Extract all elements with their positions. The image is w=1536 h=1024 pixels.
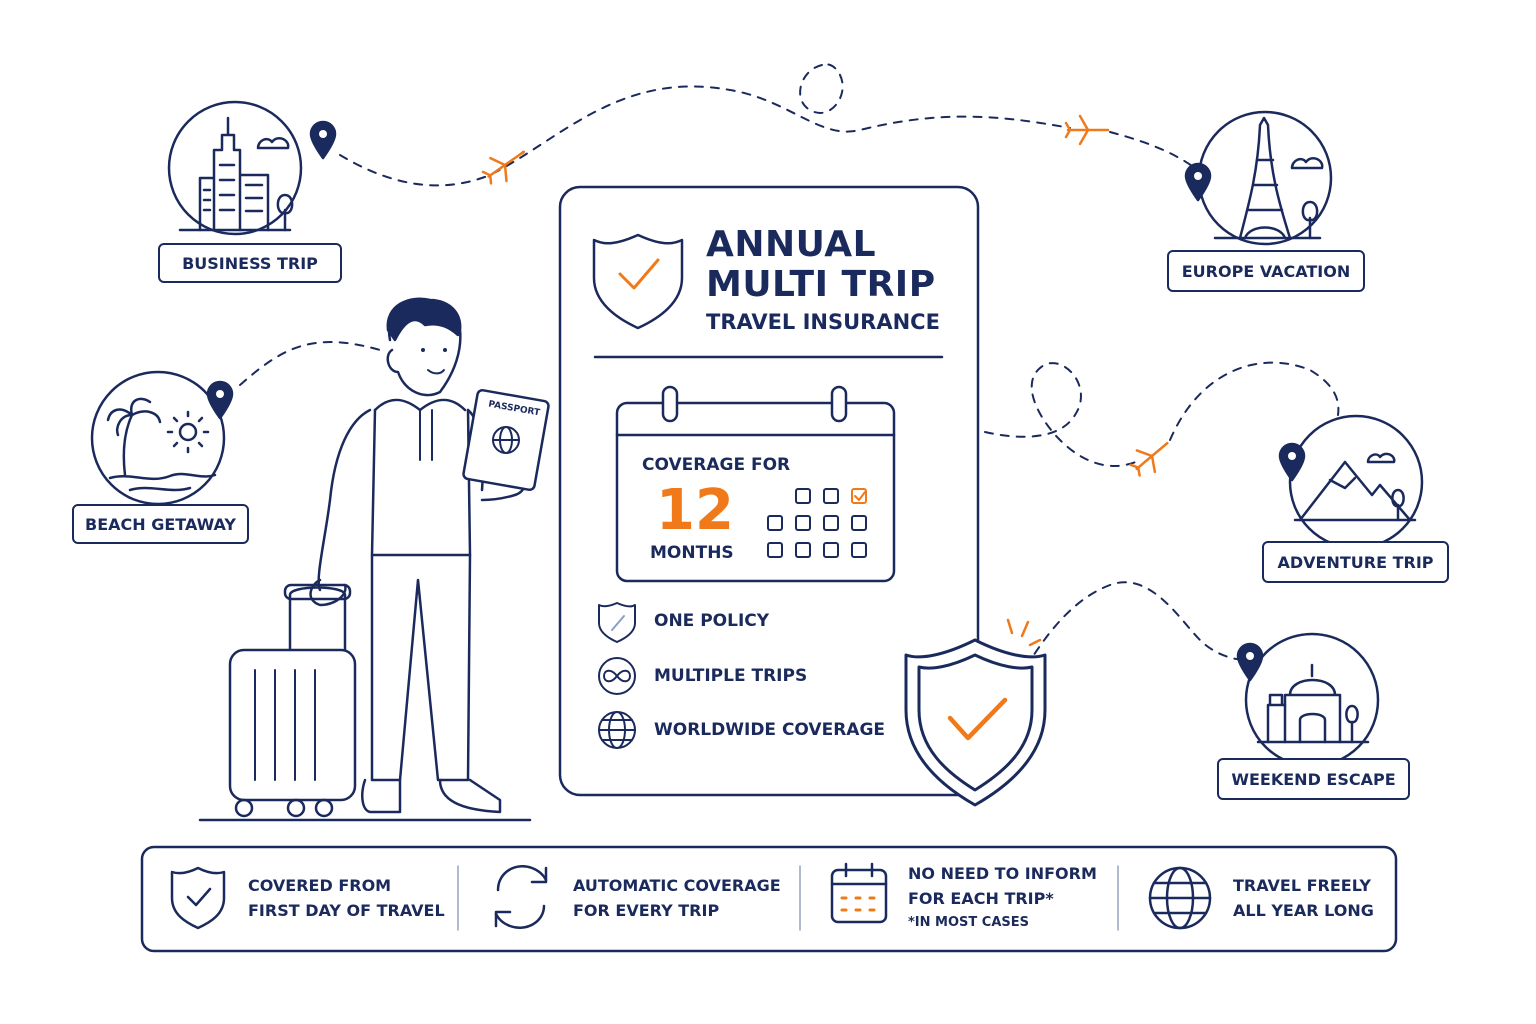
feature-multiple-trips: MULTIPLE TRIPS <box>654 666 808 686</box>
calendar-icon <box>830 862 888 924</box>
bottom-benefits-bar <box>140 845 1398 953</box>
infinity-icon <box>598 657 636 695</box>
insurance-card <box>558 185 980 797</box>
benefit-3-note: *IN MOST CASES <box>908 915 1029 930</box>
location-pin-icon <box>309 120 337 160</box>
benefit-3-line2: FOR EACH TRIP* <box>908 889 1054 908</box>
airplane-icon <box>481 150 526 185</box>
calendar-icon <box>615 385 896 583</box>
adventure-trip-illustration <box>1288 414 1424 550</box>
card-subtitle: TRAVEL INSURANCE <box>706 310 940 334</box>
suitcase-icon <box>228 578 357 818</box>
airplane-icon <box>1129 441 1169 477</box>
globe-icon <box>1148 866 1212 930</box>
benefit-2-line1: AUTOMATIC COVERAGE <box>573 876 781 895</box>
sparkle-lines <box>1006 618 1042 647</box>
location-pin-icon <box>206 380 234 420</box>
shield-check-icon <box>592 233 684 330</box>
calendar-label-top: COVERAGE FOR <box>642 455 791 475</box>
benefit-3-line1: NO NEED TO INFORM <box>908 864 1097 883</box>
card-title-line1: ANNUAL <box>706 224 877 265</box>
europe-vacation-illustration <box>1197 110 1333 246</box>
globe-icon <box>598 711 636 749</box>
benefit-4-line1: TRAVEL FREELY <box>1233 876 1372 895</box>
label-weekend-escape: WEEKEND ESCAPE <box>1217 758 1410 800</box>
shield-icon <box>598 602 636 643</box>
feature-worldwide-coverage: WORLDWIDE COVERAGE <box>654 720 886 740</box>
benefit-1-line2: FIRST DAY OF TRAVEL <box>248 901 445 920</box>
location-pin-icon <box>1278 442 1306 482</box>
location-pin-icon <box>1236 642 1264 682</box>
calendar-number: 12 <box>656 478 734 543</box>
traveler-illustration <box>198 297 532 822</box>
dashed-route-paths <box>239 63 1340 696</box>
label-adventure-trip: ADVENTURE TRIP <box>1262 541 1449 583</box>
benefit-4-line2: ALL YEAR LONG <box>1233 901 1374 920</box>
benefit-1-line1: COVERED FROM <box>248 876 392 895</box>
label-europe-vacation: EUROPE VACATION <box>1167 250 1365 292</box>
calendar-label-bottom: MONTHS <box>650 543 734 563</box>
passport-icon <box>462 388 550 492</box>
business-trip-illustration <box>167 100 303 236</box>
label-beach-getaway: BEACH GETAWAY <box>72 504 249 544</box>
feature-one-policy: ONE POLICY <box>654 611 770 631</box>
weekend-escape-illustration <box>1244 632 1380 768</box>
card-title-line2: MULTI TRIP <box>706 264 936 305</box>
label-business-trip: BUSINESS TRIP <box>158 243 342 283</box>
airplane-icon <box>1064 114 1110 146</box>
big-shield-check-icon <box>904 638 1047 807</box>
benefit-2-line2: FOR EVERY TRIP <box>573 901 720 920</box>
refresh-icon <box>494 865 548 929</box>
beach-getaway-illustration <box>90 370 226 506</box>
shield-check-icon <box>170 866 226 930</box>
location-pin-icon <box>1184 162 1212 202</box>
